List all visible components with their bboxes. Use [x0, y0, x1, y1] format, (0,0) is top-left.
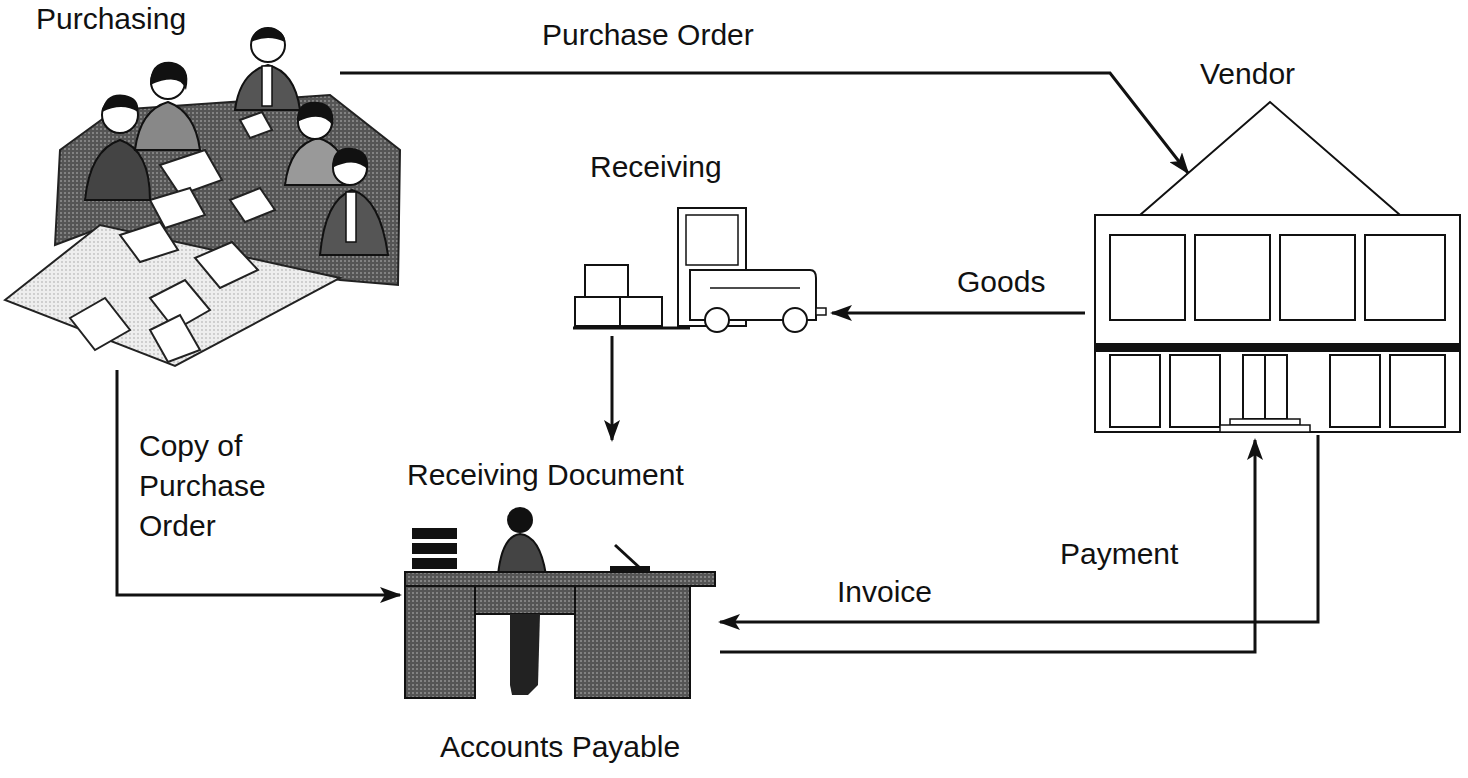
figure-shape: [573, 327, 690, 330]
figure-shape: [1095, 343, 1460, 352]
figure-shape: [262, 66, 272, 106]
figure-shape: [1095, 215, 1460, 432]
figure-shape: [575, 586, 690, 698]
node-label: Vendor: [1200, 55, 1295, 93]
figure-shape: [195, 242, 258, 288]
node-label: Accounts Payable: [440, 728, 680, 766]
flow-arrow: [720, 435, 1318, 622]
accounts-desk: Accounts Payable: [400, 500, 720, 775]
figure-shape: [1170, 355, 1220, 427]
figure-shape: [297, 102, 333, 126]
node-label: Purchasing: [36, 0, 186, 38]
figure-shape: [1243, 355, 1265, 419]
figure-shape: [346, 192, 356, 242]
figure-shape: [1280, 235, 1355, 320]
figure-shape: [1230, 419, 1300, 425]
figure-shape: [251, 28, 285, 62]
department-figure-art: [0, 0, 405, 370]
figure-shape: [1140, 102, 1400, 215]
figure-shape: [405, 572, 715, 586]
figure-shape: [150, 315, 200, 362]
figure-shape: [507, 507, 533, 533]
figure-shape: [412, 543, 457, 554]
figure-shape: [412, 558, 457, 569]
figure-shape: [102, 95, 138, 112]
flow-arrow: [832, 312, 1085, 315]
figure-shape: [1365, 235, 1445, 320]
figure-shape: [816, 308, 826, 315]
flow-arrow: [611, 336, 614, 440]
figure-shape: [686, 215, 738, 265]
figure-shape: [1390, 355, 1445, 427]
figure-shape: [710, 287, 800, 289]
edge-label: Goods: [955, 262, 1047, 302]
figure-shape: [70, 298, 130, 350]
figure-shape: [575, 297, 620, 326]
edge-label: Invoice: [835, 572, 934, 612]
figure-shape: [1330, 355, 1380, 427]
figure-shape: [320, 190, 388, 255]
flow-arrow: [117, 370, 400, 595]
vendor-building: Vendor: [1085, 55, 1465, 435]
figure-shape: [475, 586, 575, 614]
vendor-building-art: [1085, 55, 1465, 435]
edge-label: Payment: [1058, 534, 1180, 574]
figure-shape: [783, 308, 807, 332]
department-figure: Purchasing: [0, 0, 405, 370]
figure-shape: [705, 308, 729, 332]
figure-shape: [332, 148, 368, 170]
figure-shape: [230, 188, 275, 222]
edge-label: Receiving Document: [405, 455, 686, 495]
figure-shape: [1110, 355, 1160, 427]
figure-shape: [120, 222, 178, 262]
figure-shape: [620, 297, 662, 326]
figure-shape: [498, 534, 546, 575]
node-label: Receiving: [590, 148, 722, 186]
receiving-forklift: Receiving: [570, 148, 832, 336]
edge-label: Purchase Order: [540, 15, 756, 55]
figure-shape: [405, 586, 475, 698]
figure-shape: [251, 28, 285, 42]
edge-label: Copy of Purchase Order: [137, 426, 316, 546]
figure-shape: [135, 102, 200, 150]
figure-shape: [150, 188, 205, 228]
figure-shape: [1265, 355, 1287, 419]
figure-shape: [1110, 235, 1185, 320]
flow-arrow: [340, 73, 1188, 173]
figure-shape: [1195, 235, 1270, 320]
figure-shape: [240, 112, 272, 138]
figure-shape: [235, 65, 300, 110]
figure-shape: [510, 614, 540, 695]
figure-shape: [1220, 425, 1310, 432]
figure-shape: [615, 545, 640, 568]
flow-arrow: [720, 440, 1255, 652]
figure-shape: [412, 528, 457, 539]
figure-shape: [585, 265, 628, 297]
figure-shape: [150, 62, 187, 90]
